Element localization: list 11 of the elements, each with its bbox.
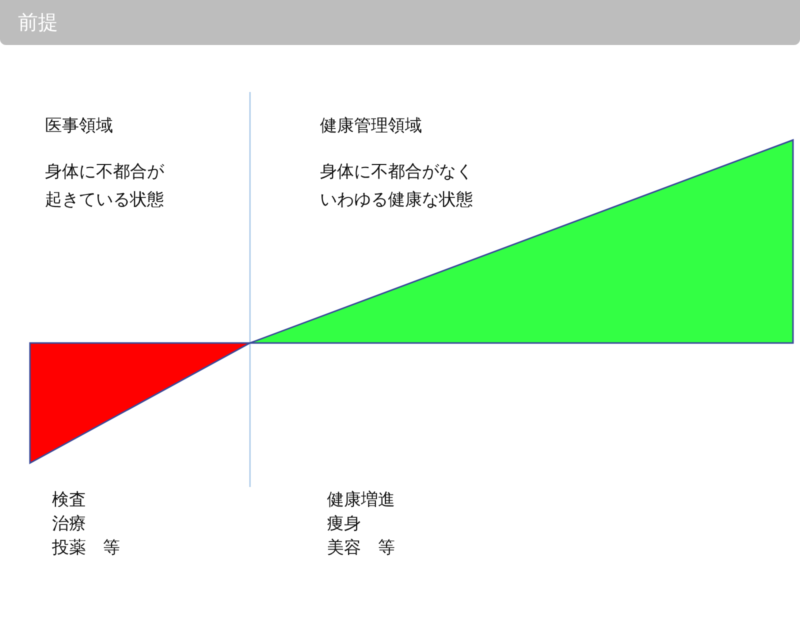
state-text: 身体に不都合がなくいわゆる健康な状態: [320, 161, 474, 212]
list-item: 美容 等: [327, 537, 395, 560]
list-item: 投薬 等: [52, 537, 120, 560]
title-bar: 前提: [0, 0, 800, 45]
list-item: 健康増進: [327, 489, 395, 512]
list-item: 治療: [52, 513, 86, 536]
list-item: 痩身: [327, 513, 361, 536]
area-heading: 健康管理領域: [320, 115, 422, 138]
list-item: 検査: [52, 489, 86, 512]
area-heading: 医事領域: [45, 115, 113, 138]
state-text: 身体に不都合が起きている状態: [45, 161, 165, 212]
